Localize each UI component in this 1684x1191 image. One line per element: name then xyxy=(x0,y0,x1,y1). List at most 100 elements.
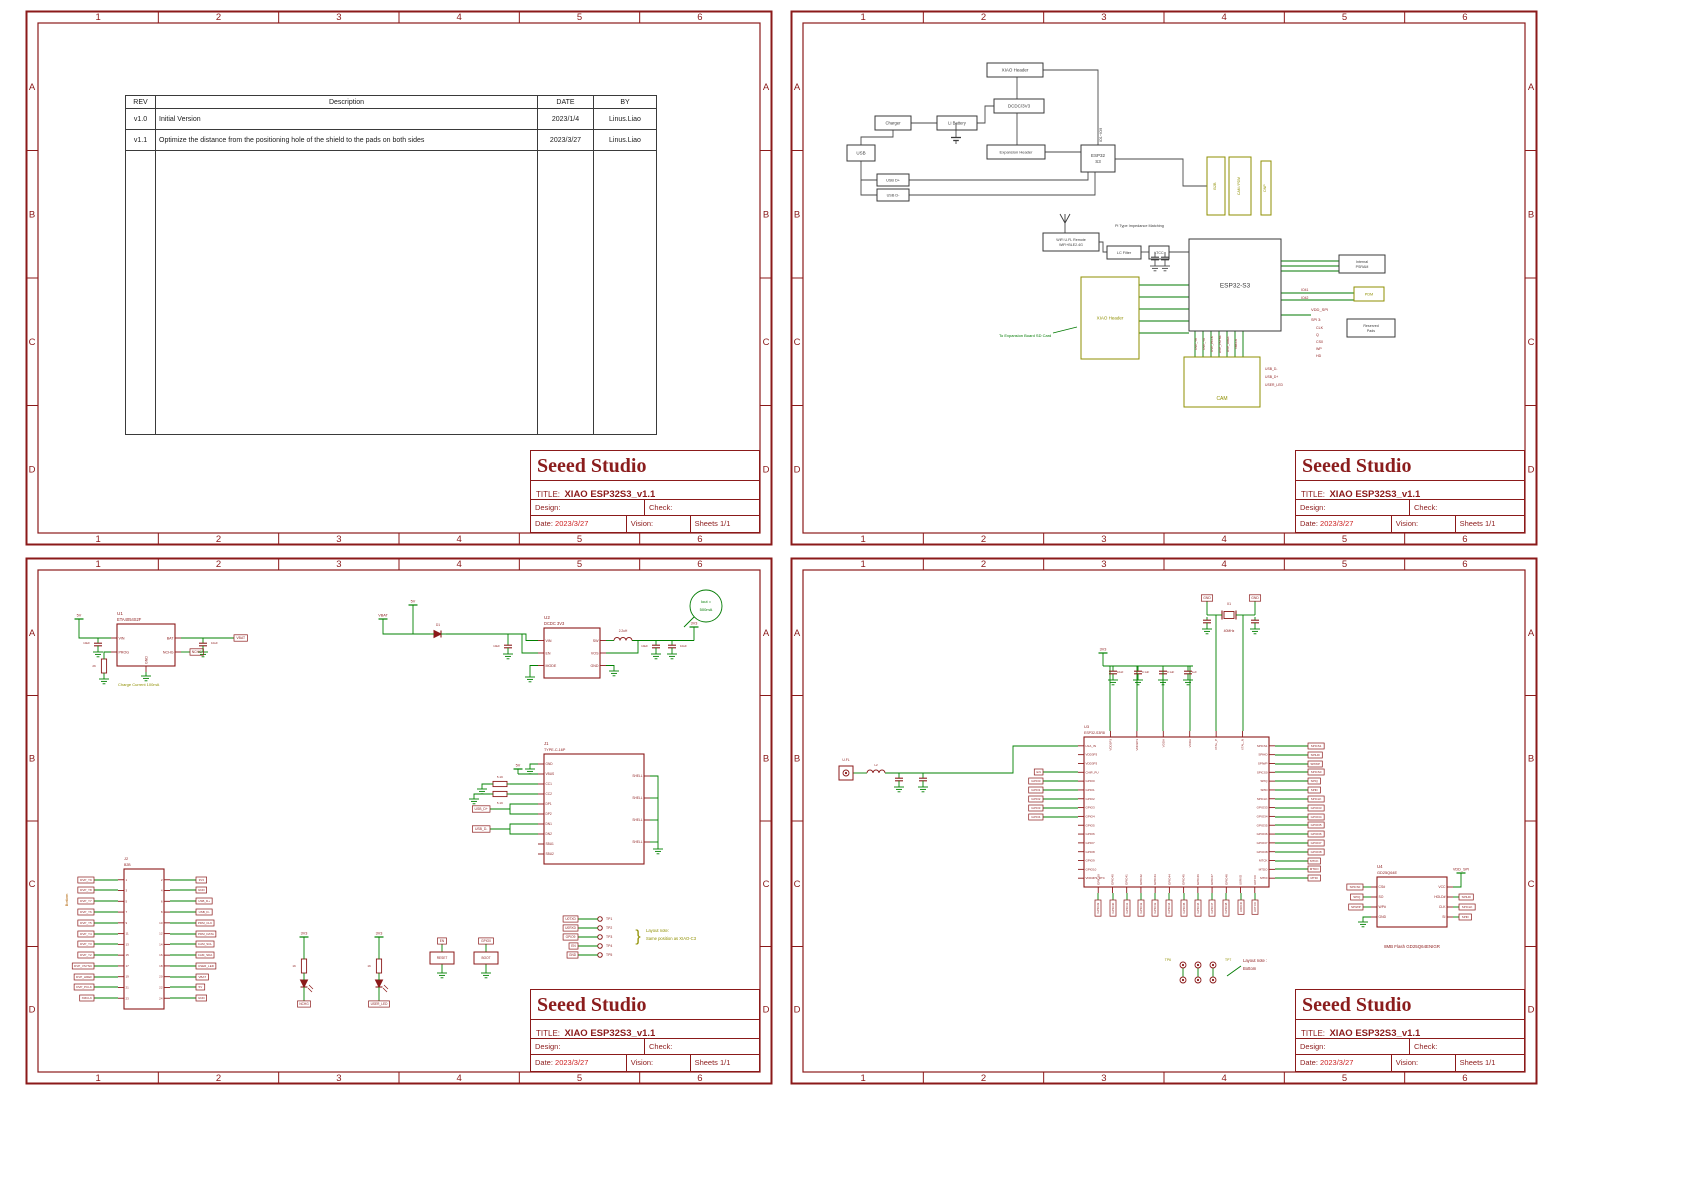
annotation: Iout = xyxy=(701,599,712,604)
flag-label: GPIO3 xyxy=(1031,806,1041,810)
design-check-row: Design: Check: xyxy=(531,1039,759,1055)
flag-label: GPIO0 xyxy=(1031,779,1041,783)
sheets-label: Sheets 1/1 xyxy=(1459,1058,1496,1067)
wire xyxy=(382,624,430,635)
title-value: XIAO ESP32S3_v1.1 xyxy=(1329,489,1421,500)
chip-ref: J1 xyxy=(544,741,549,746)
net-flag-gpio43: GPIO43 xyxy=(1151,899,1159,917)
pin-label: SPIHD xyxy=(1258,753,1268,757)
flag-box xyxy=(1458,903,1476,911)
block-outline xyxy=(1346,318,1396,338)
pwr-symbol: 5V xyxy=(513,764,523,774)
wire xyxy=(977,105,994,124)
flag-box xyxy=(195,962,217,970)
annotation: TP2 xyxy=(606,926,612,930)
res-symbol xyxy=(375,956,383,976)
net-flag-gpio9: GPIO9 xyxy=(562,933,579,941)
flag-label: VBAT xyxy=(236,636,245,640)
frame-col-label: 5 xyxy=(577,1073,582,1084)
flag-box xyxy=(1307,760,1323,768)
frame-col-label: 6 xyxy=(1462,1073,1467,1084)
pad-outer xyxy=(1179,961,1187,969)
power-label: 3V3 xyxy=(376,932,383,936)
flag-label: GPIO34 xyxy=(1311,815,1322,819)
flag-box xyxy=(1094,899,1102,917)
flag-box xyxy=(77,886,95,894)
frame-row-label: A xyxy=(794,82,801,93)
net-flag-gnd: GND xyxy=(1248,594,1262,602)
pin-label: MTCK xyxy=(1259,859,1268,863)
net-flag-u0rxd: U0RXD xyxy=(562,924,579,932)
flag-box xyxy=(1237,899,1245,915)
flag-box xyxy=(71,962,95,970)
chip-j2: 135791113151719212324681012141618202224J… xyxy=(118,856,170,1010)
pin-label: GPIO45 xyxy=(1182,874,1186,885)
rev-value: v1.1 xyxy=(126,130,156,150)
pin-label: GND xyxy=(546,762,554,766)
date-label: Date: xyxy=(1300,1058,1318,1067)
net-flag-gpio44: GPIO44 xyxy=(1165,899,1173,917)
flag-label: DVP_Y4 xyxy=(80,932,92,936)
net-flag-spiwp: SPIWP xyxy=(1348,903,1364,911)
annotation: 1uF xyxy=(1192,670,1197,674)
flag-box xyxy=(437,937,447,945)
frame-row-label: B xyxy=(794,209,800,220)
frame-row-label: B xyxy=(763,753,769,764)
date-value: 2023/3/27 xyxy=(555,519,589,528)
inductor-body xyxy=(866,769,886,774)
frame-col-label: 5 xyxy=(577,534,582,545)
flag-box xyxy=(297,1000,311,1008)
flag-label: GPIO41 xyxy=(1125,902,1129,913)
design-label: Design: xyxy=(1296,500,1410,515)
gnd-symbol xyxy=(667,651,677,660)
flag-box xyxy=(1251,899,1259,915)
frame-col-label: 3 xyxy=(1101,559,1106,570)
frame-row-label: D xyxy=(794,1004,801,1015)
pin-label: SPIQ xyxy=(1260,779,1268,783)
cap-symbol xyxy=(94,640,102,649)
block-label: Expansion Header xyxy=(1000,149,1034,154)
flag-box xyxy=(195,940,215,948)
flag-box xyxy=(1109,899,1117,917)
mcu-schematic-drawing: 3V3VDD_SPILNA_INVDD3P3VDD3P3CHIP_PUGPIO0… xyxy=(838,594,1476,984)
annotation: 10uF xyxy=(211,641,218,645)
pad-symbol xyxy=(1194,976,1202,984)
power-label: 3V3 xyxy=(301,932,308,936)
flag-label: DVP_Y6 xyxy=(80,910,92,914)
annotation: IO41 xyxy=(1301,288,1308,292)
flag-box xyxy=(1194,899,1202,917)
title-row: TITLE: XIAO ESP32S3_v1.1 xyxy=(531,1020,759,1039)
net-flag-gpio0: GPIO0 xyxy=(1028,777,1044,785)
title-label: TITLE: xyxy=(1301,490,1326,499)
wire xyxy=(885,745,1078,774)
frame-col-label: 1 xyxy=(861,534,866,545)
frame-col-label: 2 xyxy=(216,12,221,23)
pin-label: GPIO9 xyxy=(1086,859,1096,863)
flag-box xyxy=(1028,777,1044,785)
annotation: Bottom xyxy=(1243,966,1257,971)
pin-label: 18 xyxy=(159,964,163,968)
net-flag-spid: SPID xyxy=(1307,786,1321,794)
gnd-symbol xyxy=(1250,626,1260,635)
pin-label: 20 xyxy=(159,975,163,979)
flag-box xyxy=(1028,795,1044,803)
pin-label: DP2 xyxy=(546,812,552,816)
flag-box xyxy=(1208,899,1216,917)
block-pdm: PDM xyxy=(1353,286,1385,302)
flag-box xyxy=(1151,899,1159,917)
bat-symbol xyxy=(951,134,961,144)
frame-col-label: 6 xyxy=(697,1073,702,1084)
flag-box xyxy=(73,973,95,981)
frame-col-label: 5 xyxy=(577,12,582,23)
pin-label: XTAL_N xyxy=(1241,739,1245,750)
diode-body xyxy=(374,979,384,989)
gnd-symbol xyxy=(894,784,904,793)
wire xyxy=(78,624,111,639)
pin-label: 7 xyxy=(126,910,128,914)
annotation: Pi Type Impedance Matching xyxy=(1115,224,1164,228)
date-value: 2023/3/27 xyxy=(538,130,594,150)
annotation: DVP_Y8 xyxy=(1194,338,1198,350)
